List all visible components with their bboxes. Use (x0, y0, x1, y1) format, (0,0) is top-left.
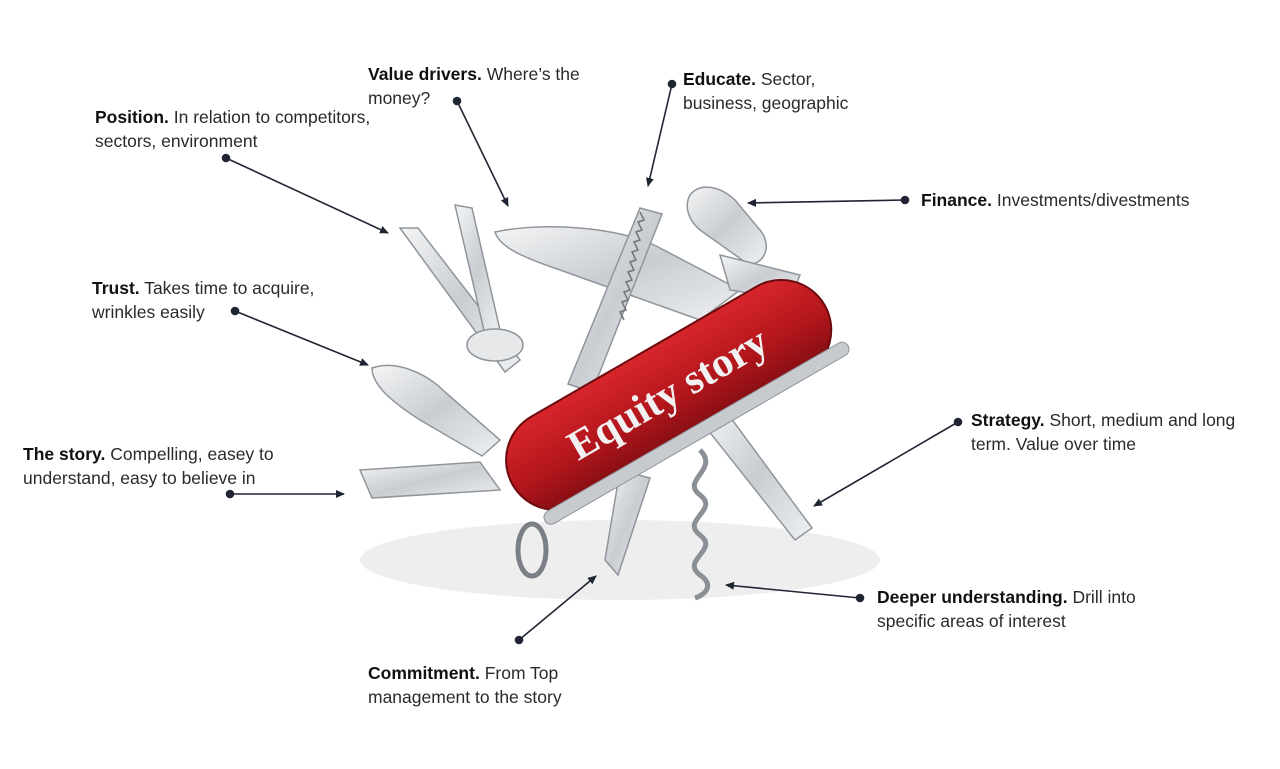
arrow-educate (648, 81, 676, 187)
callout-the-story: The story. Compelling, easey to understa… (23, 442, 313, 490)
callout-title: Position. (95, 107, 169, 127)
callout-trust: Trust. Takes time to acquire, wrinkles e… (92, 276, 352, 324)
callout-value-drivers: Value drivers. Where’s the money? (368, 62, 628, 110)
callout-title: Value drivers. (368, 64, 482, 84)
screwdriver (360, 462, 500, 498)
arrow-value-drivers (454, 98, 509, 207)
callout-title: Trust. (92, 278, 140, 298)
callout-title: Commitment. (368, 663, 480, 683)
callout-deeper-understanding: Deeper understanding. Drill into specifi… (877, 585, 1177, 633)
arrow-position (223, 155, 389, 234)
callout-finance: Finance. Investments/divestments (921, 188, 1241, 212)
arrow-finance (748, 197, 909, 204)
callout-title: Strategy. (971, 410, 1045, 430)
hook-tool (687, 187, 766, 264)
callout-title: Finance. (921, 190, 992, 210)
scissors-pivot (467, 329, 523, 361)
callout-educate: Educate. Sector, business, geographic (683, 67, 883, 115)
callout-title: The story. (23, 444, 105, 464)
arrow-strategy (814, 419, 962, 507)
callout-text: Investments/divestments (997, 190, 1190, 210)
callout-strategy: Strategy. Short, medium and long term. V… (971, 408, 1266, 456)
callout-title: Educate. (683, 69, 756, 89)
callout-title: Deeper understanding. (877, 587, 1068, 607)
callout-commitment: Commitment. From Top management to the s… (368, 661, 608, 709)
arrow-the-story (227, 491, 345, 498)
small-blade (372, 365, 500, 456)
callout-position: Position. In relation to competitors, se… (95, 105, 395, 153)
